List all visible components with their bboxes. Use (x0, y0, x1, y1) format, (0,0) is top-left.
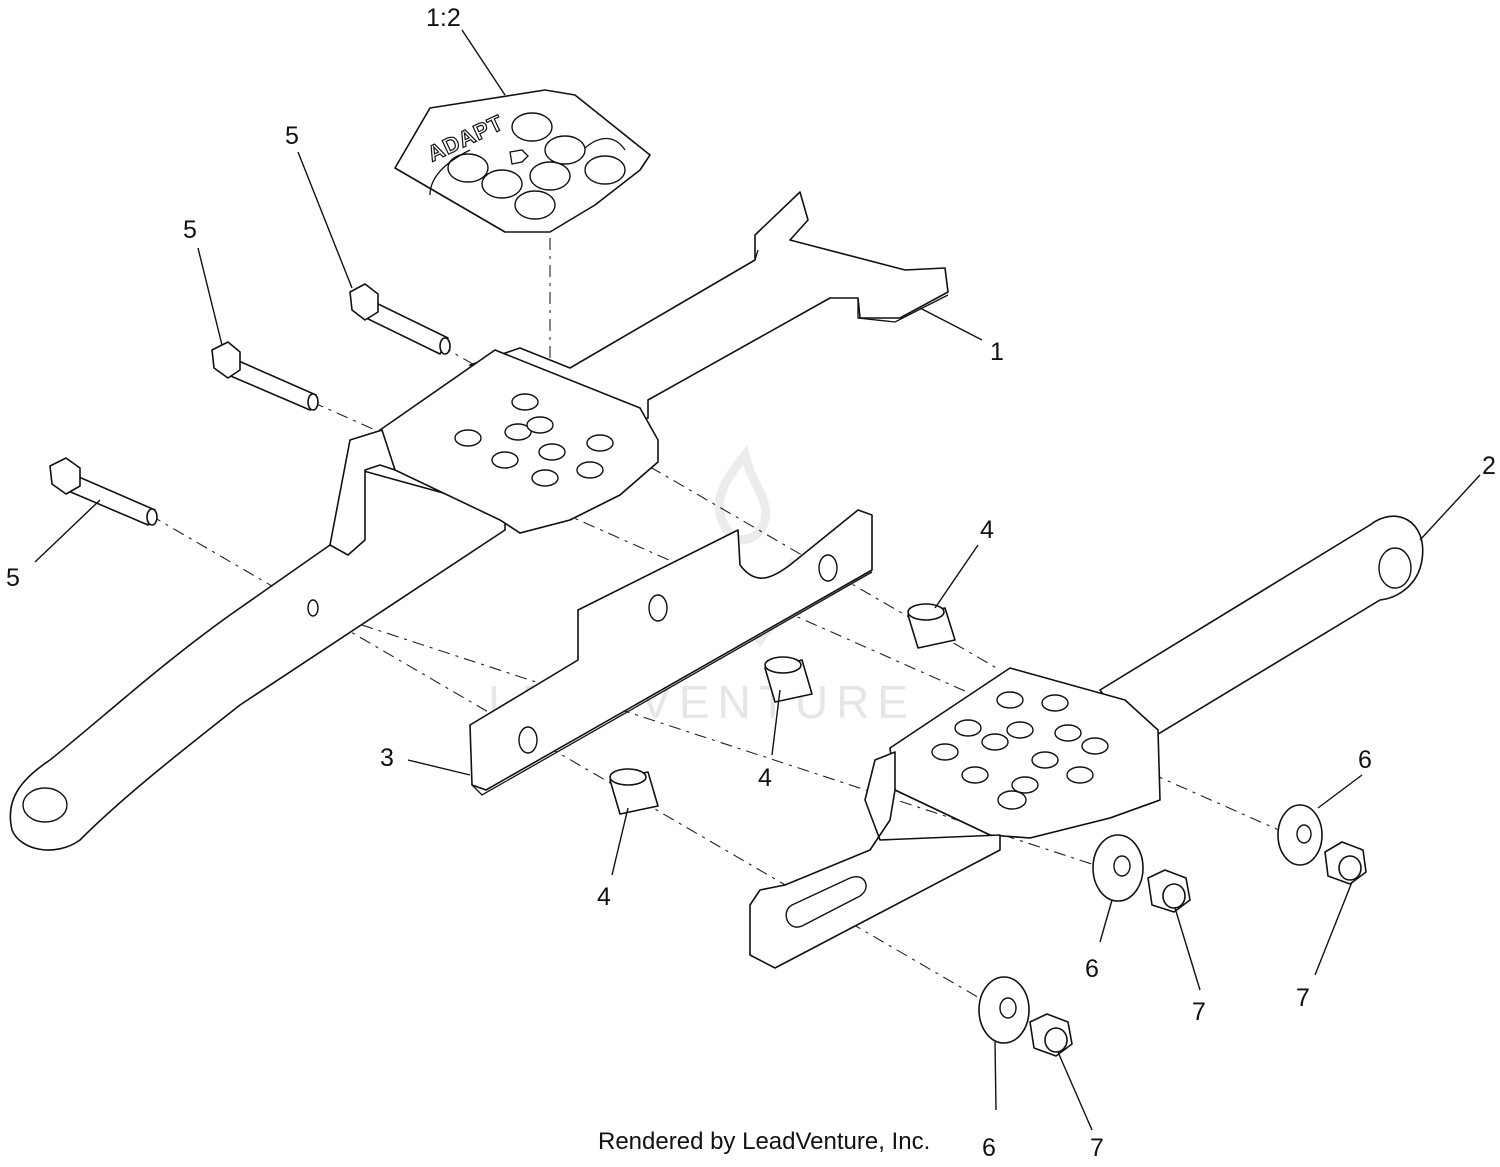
part-2-right-bracket (749, 515, 1424, 969)
callout-6-mid: 6 (1085, 955, 1099, 983)
bolt-upper (349, 283, 451, 355)
callout-5-lower: 5 (6, 564, 20, 592)
callout-1-2: 1:2 (426, 4, 461, 32)
callout-2: 2 (1482, 452, 1496, 480)
right-arm (1099, 515, 1424, 746)
callout-7-mid: 7 (1192, 998, 1206, 1026)
upper-rear-arm (469, 191, 949, 423)
left-long-arm (9, 469, 506, 851)
bolt-lower (49, 457, 158, 526)
mounting-plate (469, 509, 873, 791)
part-1-main-bracket (9, 191, 949, 851)
callouts: 1:2 1 2 3 4 4 4 5 5 5 6 6 6 7 7 7 (6, 4, 1496, 1162)
right-arm-eye (1378, 547, 1412, 589)
callout-6-lower: 6 (982, 1134, 996, 1162)
washer-right (1277, 804, 1323, 866)
part-1-2-decal: ADAPT (394, 89, 651, 233)
nut-right (1324, 841, 1367, 885)
spacer-upper (907, 603, 956, 649)
washer-mid (1092, 834, 1144, 902)
part-3-mounting-plate (469, 509, 873, 796)
part-4-spacers (609, 603, 956, 815)
bolt-middle (211, 341, 319, 411)
spacer-middle (764, 656, 813, 703)
left-foot-leg (329, 429, 396, 556)
callout-7-right: 7 (1296, 984, 1310, 1012)
axis-front (309, 607, 1111, 871)
callout-4-upper: 4 (980, 516, 994, 544)
callout-4-middle: 4 (758, 764, 772, 792)
part-7-nuts (1029, 841, 1367, 1057)
watermark-flame-icon (714, 444, 771, 544)
callout-3: 3 (380, 744, 394, 772)
leader-lines (34, 29, 1481, 1131)
decal-engine-icon (509, 149, 529, 165)
nut-lower (1029, 1013, 1073, 1057)
callout-6-right: 6 (1358, 746, 1372, 774)
washer-lower (978, 976, 1030, 1044)
callout-5-middle: 5 (183, 216, 197, 244)
callout-7-lower: 7 (1090, 1134, 1104, 1162)
left-arm-eye (22, 787, 68, 823)
callout-4-lower: 4 (597, 883, 611, 911)
part-5-bolts (49, 283, 451, 526)
rendered-by-footer: Rendered by LeadVenture, Inc. (598, 1128, 931, 1155)
nut-mid (1147, 869, 1191, 913)
part-6-washers (978, 804, 1323, 1044)
right-foot-slot (785, 876, 867, 928)
spacer-lower (609, 768, 659, 815)
callout-5-upper: 5 (285, 122, 299, 150)
callout-1: 1 (990, 338, 1004, 366)
